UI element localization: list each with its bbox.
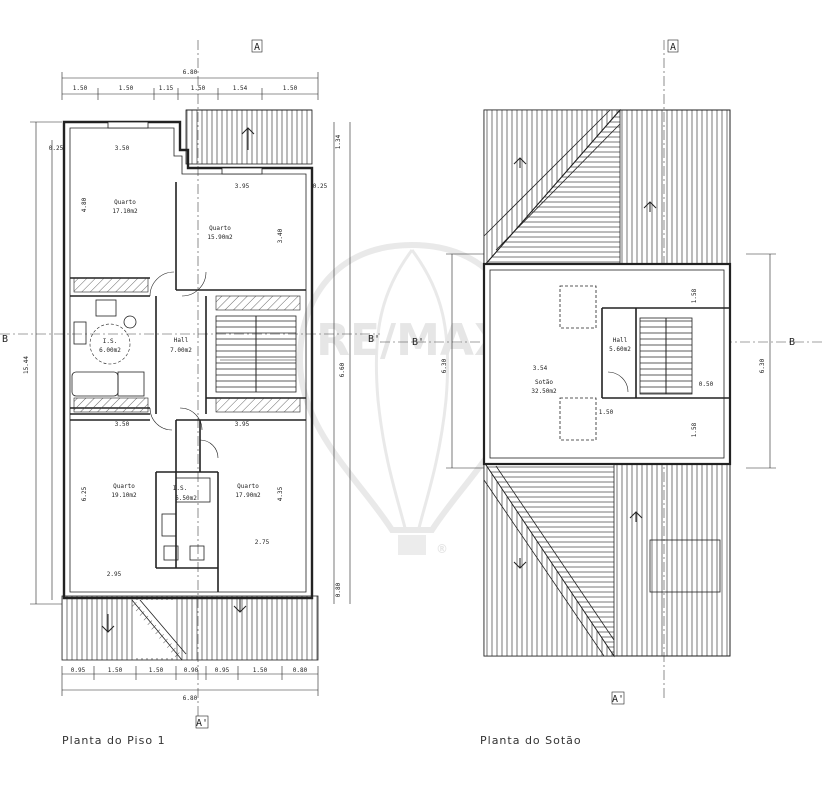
attic-inner-dim-2: 1.50 [599, 409, 614, 416]
room-hall-area: 7.00m2 [170, 347, 192, 354]
section-b-prime-label-2: B' [412, 337, 424, 348]
bottom-dim-6: 1.50 [253, 667, 268, 674]
top-dim-2: 1.50 [119, 85, 134, 92]
room-quarto-ne-name: Quarto [209, 225, 231, 232]
side-dim-2: 3.40 [277, 228, 284, 243]
inner-dim-6: 2.75 [255, 539, 270, 546]
attic-inner-dim-3: 1.58 [691, 288, 698, 303]
room-attic-hall-name: Hall [613, 337, 628, 344]
inner-dim-1: 3.50 [115, 145, 130, 152]
room-wc-west-area: 6.00m2 [99, 347, 121, 354]
room-quarto-nw-name: Quarto [114, 199, 136, 206]
top-dim-5: 1.54 [233, 85, 248, 92]
plan-piso-1-labels: A A' B B' 6.80 6.80 15.44 6.60 1.50 1.50… [2, 42, 380, 729]
top-dim-6: 1.50 [283, 85, 298, 92]
room-wc-south-area: 6.50m2 [175, 495, 197, 502]
room-wc-south-name: I.S. [173, 485, 187, 492]
room-quarto-nw-area: 17.10m2 [112, 208, 138, 215]
section-a-label: A [254, 42, 260, 53]
inner-dim-3: 3.50 [115, 421, 130, 428]
section-a-label-2: A [670, 42, 676, 53]
plan-sotao [380, 39, 823, 705]
side-dim-4: 4.35 [277, 486, 284, 501]
room-attic-hall-area: 5.60m2 [609, 346, 631, 353]
top-dim-1: 1.50 [73, 85, 88, 92]
section-a-prime-label: A' [196, 718, 208, 729]
room-hall-name: Hall [174, 337, 189, 344]
bottom-dim-5: 0.95 [215, 667, 230, 674]
room-quarto-ne-area: 15.90m2 [207, 234, 233, 241]
section-b-prime-label: B' [368, 334, 380, 345]
room-quarto-se-name: Quarto [237, 483, 259, 490]
top-dim-4: 1.50 [191, 85, 206, 92]
section-b-left-label: B [2, 334, 8, 345]
side-dim-6: 0.25 [49, 145, 64, 152]
bottom-dim-7: 0.80 [293, 667, 308, 674]
section-b-right-label: B [789, 337, 795, 348]
room-sotao-area: 32.50m2 [531, 388, 557, 395]
attic-height-left: 6.30 [441, 358, 448, 373]
side-dim-3: 6.25 [81, 486, 88, 501]
plan-piso-1-title: Planta do Piso 1 [62, 734, 166, 747]
room-quarto-sw-area: 19.10m2 [111, 492, 137, 499]
side-dim-7: 0.25 [313, 183, 328, 190]
overall-width-bottom: 6.80 [183, 695, 198, 702]
attic-inner-dim-1: 3.54 [533, 365, 548, 372]
attic-inner-dim-5: 0.50 [699, 381, 714, 388]
bottom-dim-2: 1.50 [108, 667, 123, 674]
plan-piso-1 [0, 39, 380, 729]
attic-inner-dim-4: 1.58 [691, 422, 698, 437]
inner-dim-4: 3.95 [235, 421, 250, 428]
inner-dim-5: 2.95 [107, 571, 122, 578]
bottom-dim-1: 0.95 [71, 667, 86, 674]
bottom-dim-3: 1.50 [149, 667, 164, 674]
room-wc-west-name: I.S. [103, 338, 117, 345]
room-sotao-name: Sotão [535, 379, 553, 386]
room-quarto-sw-name: Quarto [113, 483, 135, 490]
watermark-text: RE/MAX [316, 315, 508, 366]
section-a-prime-label-2: A' [612, 694, 624, 705]
side-dim-8: 0.80 [335, 582, 342, 597]
watermark-registered-mark: ® [436, 542, 448, 556]
top-dim-3: 1.15 [159, 85, 174, 92]
inner-dim-2: 3.95 [235, 183, 250, 190]
bottom-dim-4: 0.90 [184, 667, 199, 674]
overall-width-top: 6.80 [183, 69, 198, 76]
room-quarto-se-area: 17.90m2 [235, 492, 261, 499]
side-dim-1: 4.80 [81, 197, 88, 212]
plan-sotao-title: Planta do Sotão [480, 734, 582, 747]
overall-height-left: 15.44 [23, 356, 30, 374]
height-right: 6.60 [339, 362, 346, 377]
plan-sotao-labels: A A' B' B 6.30 6.30 3.54 1.50 1.58 1.58 … [412, 42, 795, 705]
side-dim-5: 1.34 [335, 134, 342, 149]
attic-height-right: 6.30 [759, 358, 766, 373]
